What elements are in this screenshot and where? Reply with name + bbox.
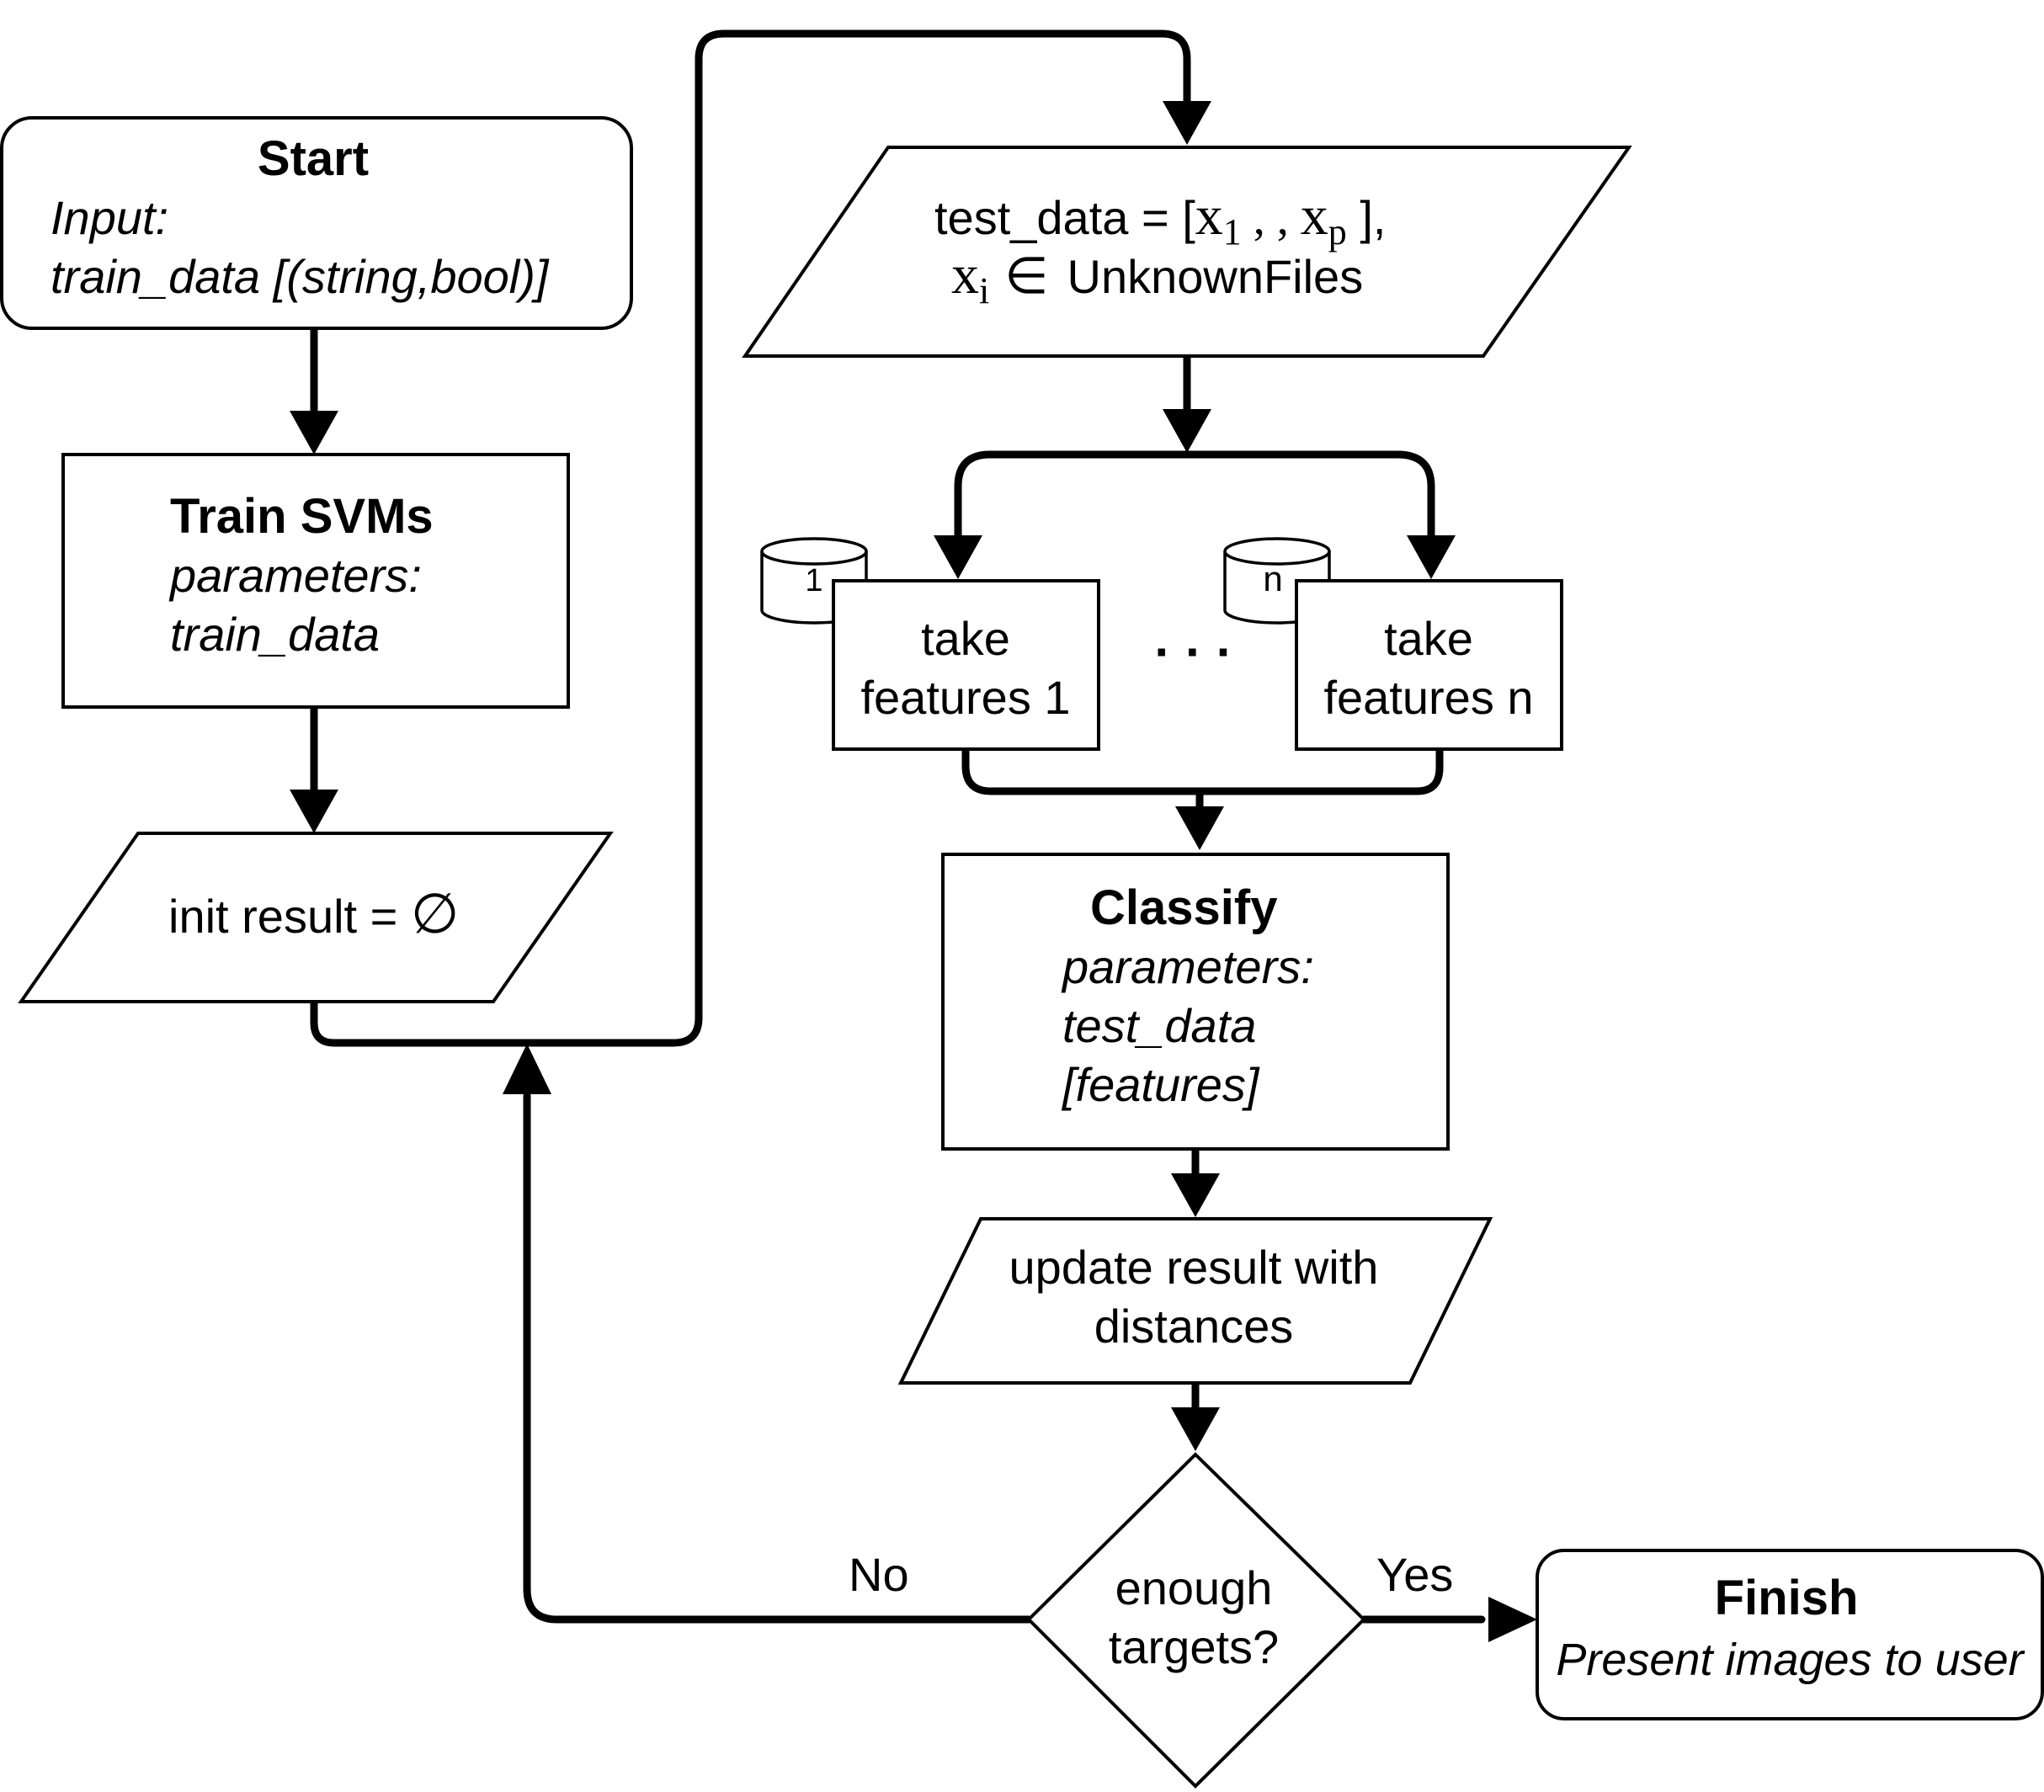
arrowhead-feature1 — [934, 535, 982, 579]
edge-feature1-merge — [961, 747, 1444, 795]
start-title: Start — [258, 131, 369, 186]
testdata-node: test_data = [x1 , , xp ], xi∈UnknownFile… — [742, 146, 1632, 358]
feature1-line2: features 1 — [860, 671, 1070, 724]
database-label-1: 1 — [805, 563, 822, 598]
arrowhead-finish — [1488, 1597, 1537, 1642]
arrowhead-update — [1171, 1173, 1220, 1217]
classify-params-value: test_data — [1062, 999, 1256, 1052]
decision-line1: enough — [1115, 1561, 1273, 1614]
classify-params-features: [features] — [1061, 1058, 1260, 1111]
empty-set-symbol: ∅ — [411, 884, 460, 945]
update-line2: distances — [1094, 1300, 1294, 1353]
train-params-label: parameters: — [168, 549, 422, 602]
finish-subtitle: Present images to user — [1556, 1635, 2025, 1685]
decision-line2: targets? — [1109, 1620, 1279, 1673]
train-params-value: train_data — [170, 608, 380, 661]
edge-init-testdata — [310, 29, 1191, 1047]
testdata-parallelogram — [742, 146, 1632, 358]
start-node: Start Input: train_data [(string,bool)] — [0, 116, 633, 330]
update-node: update result with distances — [897, 1217, 1493, 1385]
featuren-node: n take features n — [1223, 537, 1563, 751]
train-node: Train SVMs parameters: train_data — [61, 453, 570, 709]
classify-title: Classify — [1090, 880, 1277, 935]
classify-box — [941, 853, 1450, 1151]
ellipsis: · · · — [1154, 624, 1232, 680]
yes-label: Yes — [1376, 1548, 1453, 1601]
init-text: init result = ∅ — [168, 884, 459, 945]
arrowhead-init — [290, 790, 338, 833]
decision-diamond — [1026, 1452, 1366, 1789]
arrowheads — [290, 101, 1537, 1642]
arrowhead-split — [1163, 409, 1211, 453]
no-label: No — [849, 1548, 909, 1601]
init-node: init result = ∅ — [18, 832, 614, 1003]
arrowhead-decision — [1171, 1407, 1220, 1451]
train-title: Train SVMs — [170, 489, 434, 544]
arrowhead-loop — [503, 1044, 551, 1094]
arrowhead-testdata — [1163, 101, 1211, 145]
featuren-box — [1295, 579, 1563, 751]
edge-split-featuren — [1183, 450, 1435, 543]
featuren-line2: features n — [1323, 671, 1533, 724]
update-line1: update result with — [1009, 1241, 1379, 1294]
start-input-label: Input: — [51, 191, 168, 244]
update-parallelogram — [897, 1217, 1493, 1385]
testdata-line1: test_data = [x1 , , xp ], — [934, 185, 1386, 253]
finish-node: Finish Present images to user — [1536, 1549, 2044, 1720]
feature1-node: 1 take features 1 — [760, 537, 1100, 751]
start-input-value: train_data [(string,bool)] — [51, 250, 550, 303]
feature1-box — [832, 579, 1100, 751]
finish-title: Finish — [1715, 1571, 1859, 1625]
arrowhead-classify — [1175, 806, 1224, 850]
featuren-line1: take — [1384, 612, 1473, 665]
classify-params-label: parameters: — [1061, 940, 1314, 993]
finish-box — [1536, 1549, 2044, 1720]
database-label-n: n — [1263, 559, 1282, 598]
init-parallelogram — [18, 832, 614, 1003]
arrowhead-featuren — [1407, 535, 1456, 579]
classify-node: Classify parameters: test_data [features… — [941, 853, 1450, 1151]
edge-decision-no — [523, 1092, 1033, 1624]
decision-node: enough targets? — [1026, 1452, 1366, 1789]
start-box — [0, 116, 633, 330]
arrowhead-train — [290, 411, 338, 455]
train-box — [61, 453, 570, 709]
feature1-line1: take — [921, 612, 1010, 665]
edge-split-feature1 — [954, 450, 1191, 543]
testdata-line2: xi∈UnknownFiles — [951, 244, 1363, 311]
connectors — [310, 29, 1486, 1624]
